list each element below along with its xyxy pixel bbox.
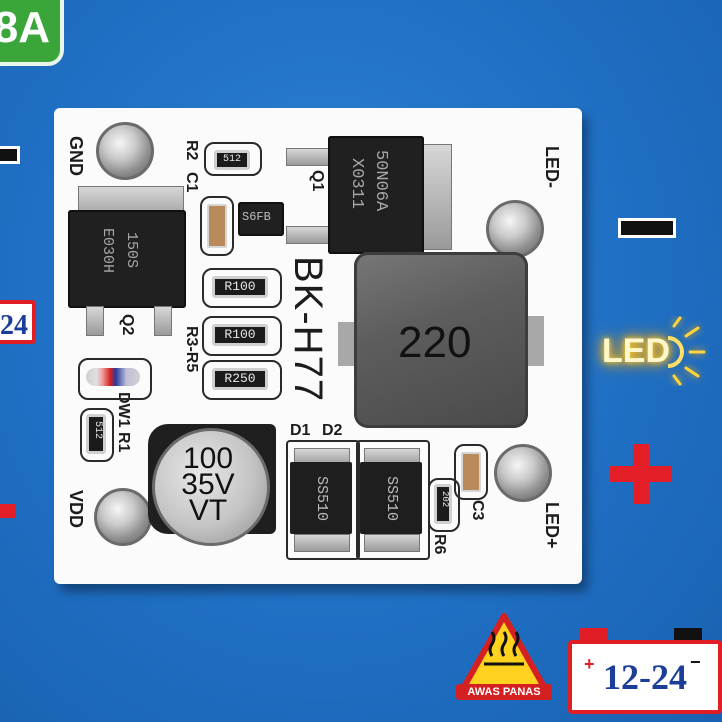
silk-r2: R2 (183, 140, 200, 161)
q2-mosfet: 150S E030H (68, 210, 186, 308)
led-plus-solder-pad (494, 444, 552, 502)
res-a-frame (202, 268, 282, 308)
battery-minus-mark: − (690, 652, 701, 672)
d1-frame (286, 440, 360, 560)
vdd-solder-pad (94, 488, 152, 546)
res-b-frame (202, 316, 282, 356)
silk-vdd: VDD (66, 490, 86, 529)
c3-frame (454, 444, 488, 500)
silk-q2: Q2 (119, 314, 136, 336)
left-minus-symbol (0, 146, 20, 164)
battery-plus-mark: + (584, 654, 595, 674)
left-plus-symbol (0, 504, 16, 518)
r6-value: 202 (440, 491, 450, 508)
silk-d2: D2 (322, 422, 343, 439)
warning-label: AWAS PANAS (456, 684, 552, 700)
battery-icon: 12-24 (568, 640, 722, 714)
battery-terminal-plus (580, 628, 608, 642)
dw1-frame (78, 358, 152, 400)
right-plus-vertical (633, 444, 649, 504)
q2-marking-1: 150S (123, 232, 140, 269)
ic-marking: S6FB (242, 210, 271, 224)
silk-c1: C1 (183, 172, 200, 193)
r1-frame (80, 408, 114, 462)
q2-marking-2: E030H (99, 228, 116, 274)
r6-frame (428, 478, 460, 532)
c1-capacitor (207, 204, 227, 248)
silk-d1: D1 (290, 422, 311, 439)
c1-frame (200, 196, 234, 256)
light-rays-icon (667, 316, 706, 386)
battery-voltage-label: 12-24 (603, 657, 687, 697)
rating-badge: 8A (0, 0, 64, 66)
electrolytic-capacitor (152, 428, 270, 546)
inductor-value: 220 (398, 318, 472, 367)
silk-r6: R6 (431, 534, 448, 555)
r2-frame (204, 142, 262, 176)
dw1-zener-diode (86, 368, 140, 386)
q1-mosfet: 50N06A X0311 (328, 136, 424, 254)
q1-pin-2 (286, 226, 332, 244)
left-battery-label: 24 (0, 310, 28, 341)
ic-chip: S6FB (238, 202, 284, 236)
silk-gnd: GND (66, 136, 86, 176)
silk-q1: Q1 (309, 170, 326, 192)
d1-diode: SS510 (290, 462, 352, 534)
c3-capacitor (461, 452, 481, 492)
r1-value: 512 (92, 421, 103, 440)
d2-marking: SS510 (383, 476, 400, 522)
board-model-label: BK-H77 (286, 256, 330, 403)
cap-value: 100 (182, 442, 234, 475)
q2-pin-1 (86, 306, 104, 336)
res-a-resistor: R100 (212, 276, 268, 298)
gnd-solder-pad (96, 122, 154, 180)
d2-pin-bottom (364, 534, 420, 552)
q1-marking-2: X0311 (347, 158, 366, 210)
d1-pin-bottom (294, 534, 350, 552)
q1-marking-1: 50N06A (371, 150, 390, 212)
q2-pin-2 (154, 306, 172, 336)
left-battery-icon: 24 (0, 300, 36, 344)
q1-pin-1 (286, 148, 332, 166)
r1-resistor: 512 (86, 414, 106, 454)
d1-marking: SS510 (313, 476, 330, 522)
res-b-resistor: R100 (212, 324, 268, 346)
r6-resistor: 202 (434, 484, 452, 524)
res-c-resistor: R250 (212, 368, 268, 390)
silk-r3-r5: R3-R5 (183, 326, 200, 373)
power-inductor: 220 (354, 252, 528, 428)
cap-series: VT (188, 494, 228, 527)
led-minus-solder-pad (486, 200, 544, 258)
cap-voltage: 35V (181, 468, 235, 501)
d2-diode: SS510 (360, 462, 422, 534)
right-minus-symbol (618, 218, 676, 238)
r2-resistor: 512 (214, 150, 250, 170)
battery-terminal-minus (674, 628, 702, 642)
silk-c3: C3 (469, 500, 486, 521)
res-c-frame (202, 360, 282, 400)
led-text: LED (602, 332, 670, 370)
led-label: LED (602, 332, 670, 371)
silk-r1: R1 (115, 432, 132, 453)
silk-led-minus: LED- (542, 146, 562, 188)
silk-led-plus: LED+ (542, 502, 562, 549)
